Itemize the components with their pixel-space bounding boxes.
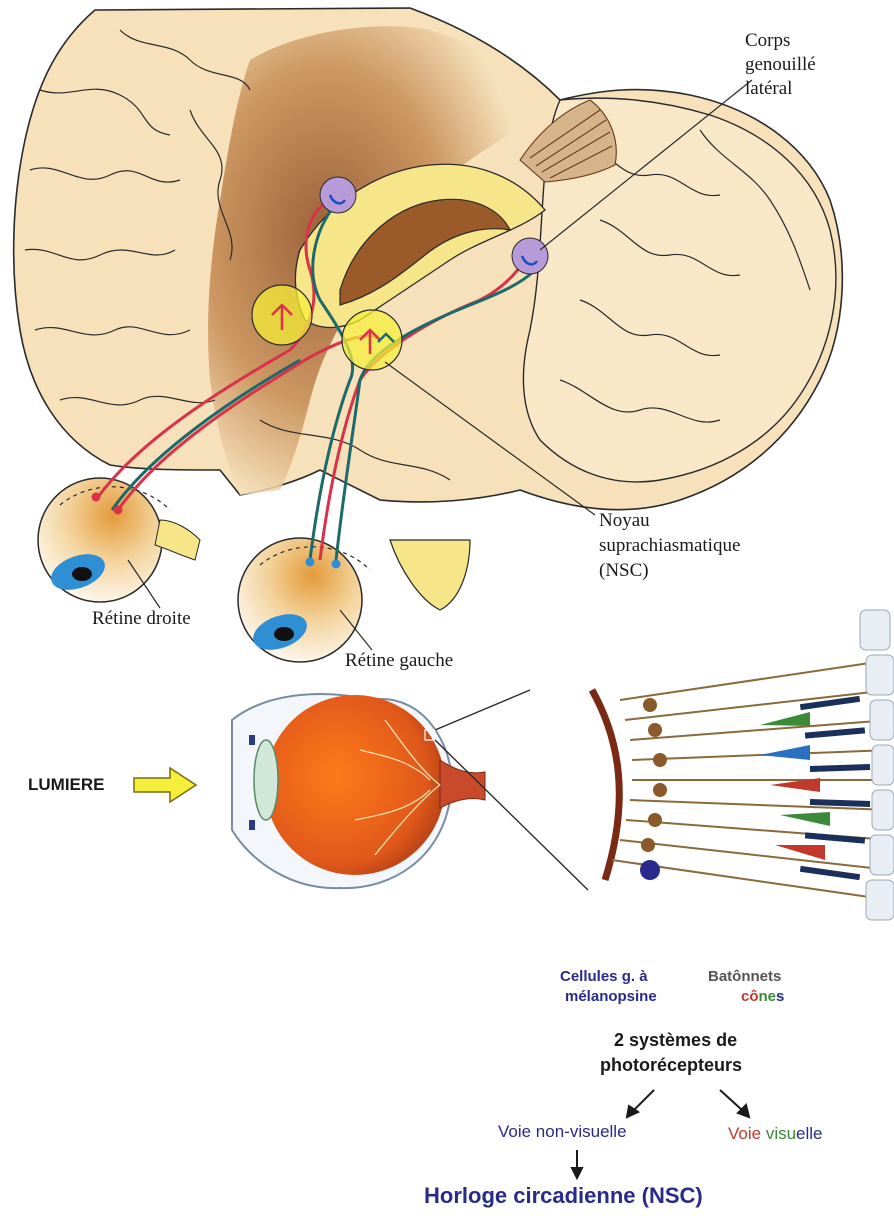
right-eye: [38, 478, 170, 602]
melanopsin-label-line2: mélanopsine: [565, 988, 657, 1005]
pituitary: [390, 540, 470, 610]
light-arrow: [134, 768, 196, 802]
left-eye: [238, 538, 370, 662]
scn-label-line3: (NSC): [599, 560, 649, 582]
systems-label-line2: photorécepteurs: [600, 1055, 742, 1076]
cones-label-part1: cô: [741, 988, 759, 1005]
brain-illustration: [0, 0, 894, 700]
visual-pathway-part1: Voie: [728, 1124, 766, 1143]
visual-pathway-part3: elle: [796, 1124, 822, 1143]
rods-label: Batônnets: [708, 968, 781, 985]
visual-pathway-part2: visu: [766, 1124, 796, 1143]
eyeball: [232, 694, 485, 888]
systems-label-line1: 2 systèmes de: [614, 1030, 737, 1051]
scn-label-line1: Noyau: [599, 510, 650, 532]
lgn-label-line2: genouillé: [745, 54, 816, 76]
cones-label: cônes: [741, 988, 784, 1005]
circadian-clock-label: Horloge circadienne (NSC): [424, 1183, 703, 1208]
lgn-label-line3: latéral: [745, 78, 792, 100]
cones-label-part2: ne: [759, 988, 777, 1005]
right-retina-label: Rétine droite: [92, 608, 191, 630]
lgn-label-line1: Corps: [745, 30, 790, 52]
left-retina-label: Rétine gauche: [345, 650, 453, 672]
visual-pathway-label: Voie visuelle: [728, 1124, 823, 1144]
light-label: LUMIERE: [28, 775, 105, 795]
cones-label-part3: s: [776, 988, 784, 1005]
zoom-lines: [435, 690, 588, 890]
scn-label-line2: suprachiasmatique: [599, 535, 740, 557]
optic-stalk: [155, 520, 200, 560]
melanopsin-label-line1: Cellules g. à: [560, 968, 648, 985]
non-visual-pathway-label: Voie non-visuelle: [498, 1122, 627, 1142]
